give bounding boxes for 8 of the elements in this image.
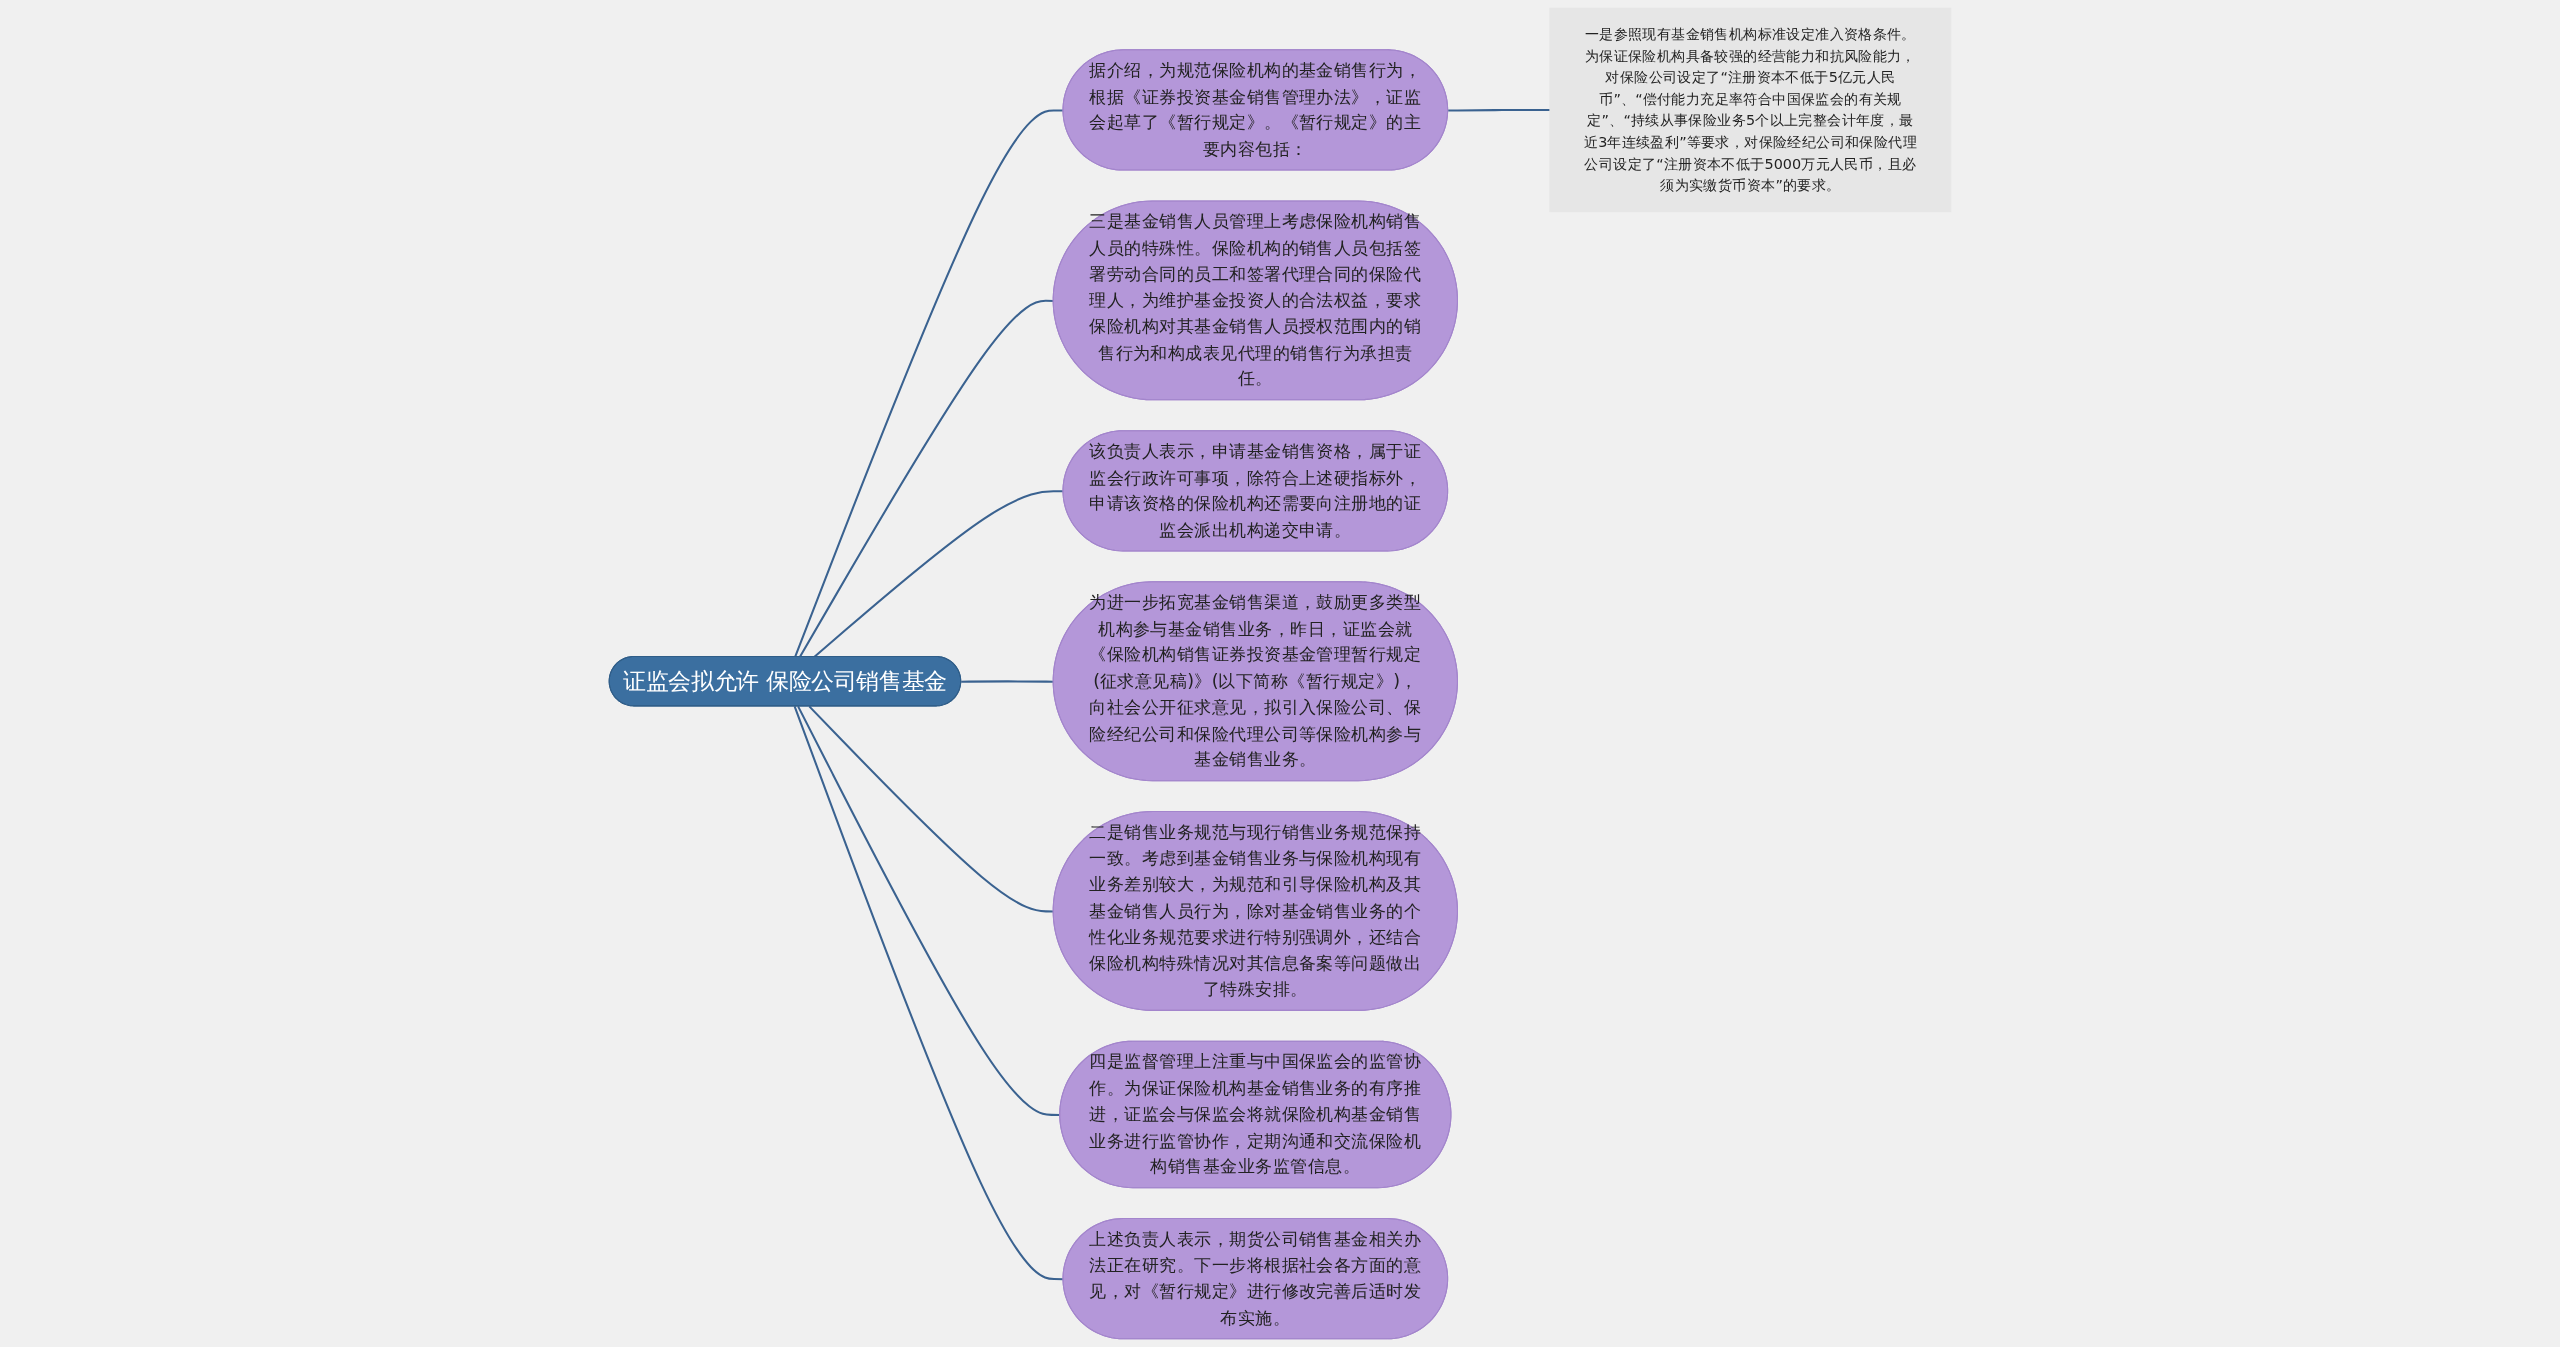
connector — [813, 490, 1064, 658]
connector — [1448, 108, 1550, 112]
connector — [961, 680, 1054, 683]
connector — [798, 299, 1054, 658]
connector — [793, 706, 1064, 1281]
node-box: 一是参照现有基金销售机构标准设定准入资格条件。为保证保险机构具备较强的经营能力和抗风险能力，对保险公司设定了“注册资本不低于5亿元人民币”、“偿付能力充足率符合中国保监会的有关规定”、“持续从事保险业务5个以上完整会计年度，最近3年连续盈利”等要求，对保险经纪公司和保险代理公司设定了“注册资本不低于5000万元人民币，且必须为实缴货币资本”的要求。 — [1549, 7, 1952, 213]
connector — [808, 705, 1054, 913]
connector — [794, 109, 1064, 658]
